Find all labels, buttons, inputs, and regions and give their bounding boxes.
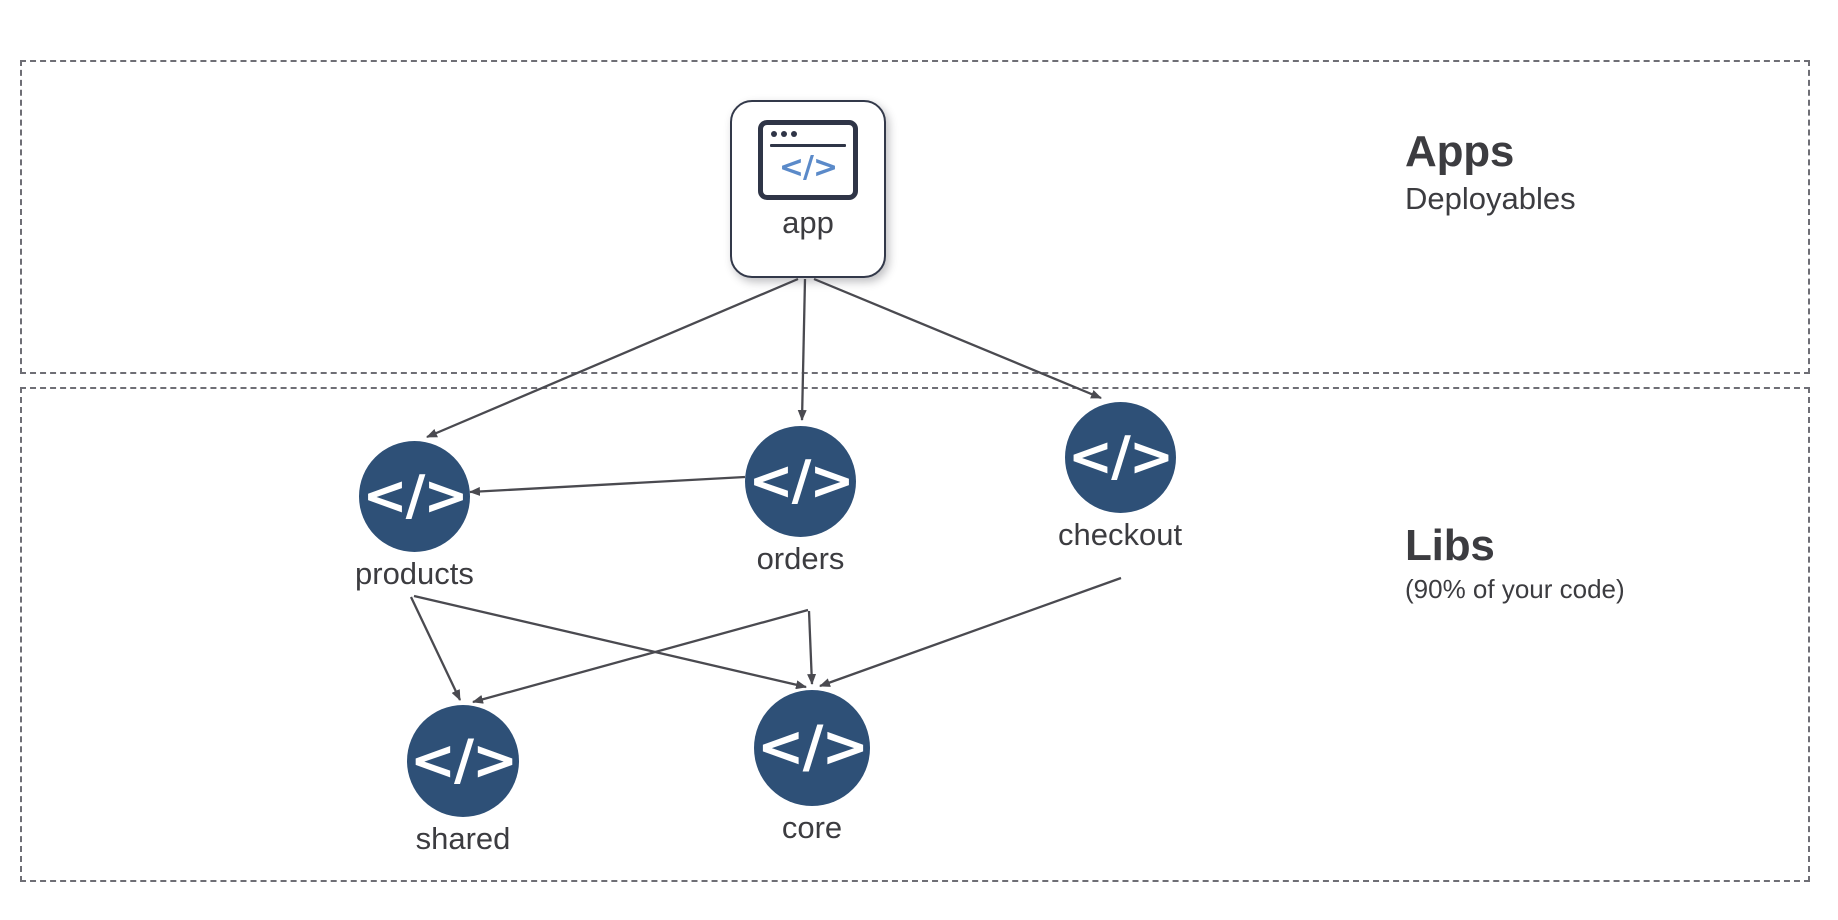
zone-apps-caption: Apps Deployables [1405, 127, 1576, 219]
zone-libs-title: Libs [1405, 521, 1495, 570]
code-glyph: </> [748, 448, 854, 512]
browser-window-code-icon: </> [758, 120, 858, 200]
zone-libs-caption: Libs (90% of your code) [1405, 521, 1625, 607]
node-core-label: core [781, 810, 843, 845]
code-icon: </> [745, 426, 856, 537]
node-products[interactable]: </> products [355, 441, 474, 591]
window-titlebar-rule [770, 144, 846, 147]
node-checkout-label: checkout [1058, 517, 1183, 552]
node-core[interactable]: </> core [754, 690, 870, 845]
zone-apps-subtitle: Deployables [1405, 181, 1576, 217]
code-glyph: </> [1067, 424, 1174, 488]
code-icon: </> [754, 690, 870, 806]
node-products-label: products [355, 556, 474, 591]
code-glyph: </> [778, 150, 838, 185]
code-glyph: </> [409, 727, 518, 792]
code-icon: </> [1064, 402, 1176, 513]
node-app-label: app [782, 205, 834, 240]
zone-libs [20, 387, 1810, 882]
node-checkout[interactable]: </> checkout [1058, 402, 1182, 552]
node-shared[interactable]: </> shared [407, 705, 519, 856]
node-app[interactable]: </> app [730, 100, 886, 278]
code-glyph: </> [756, 713, 869, 780]
zone-libs-subtitle: (90% of your code) [1405, 574, 1625, 605]
node-shared-label: shared [415, 821, 511, 856]
window-dots-icon [771, 131, 797, 137]
code-glyph: </> [362, 463, 468, 527]
node-orders-label: orders [756, 541, 845, 576]
zone-apps-title: Apps [1405, 127, 1515, 176]
code-icon: </> [407, 705, 519, 817]
code-icon: </> [358, 441, 470, 552]
node-orders[interactable]: </> orders [745, 426, 856, 576]
